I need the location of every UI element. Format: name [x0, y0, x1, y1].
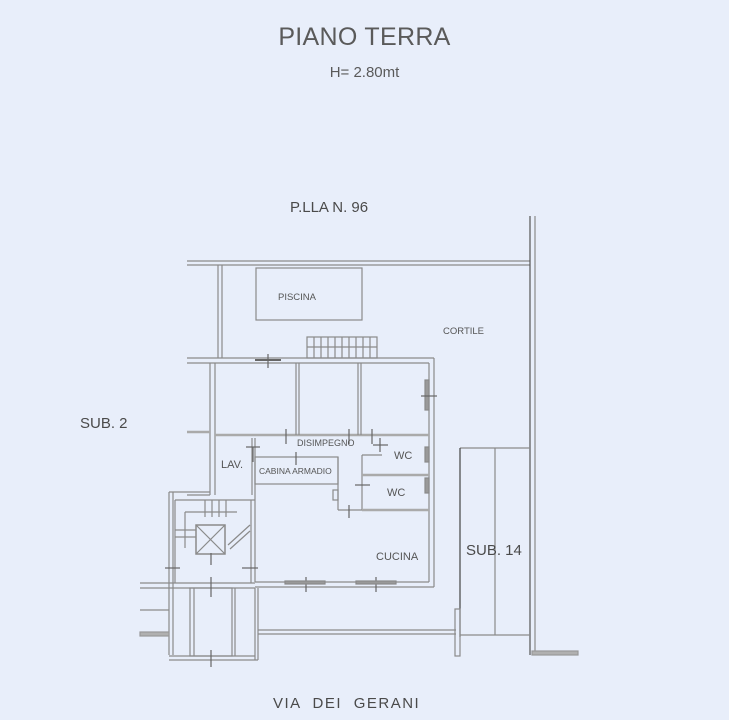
room-label-walk-in-closet: CABINA ARMADIO	[259, 466, 332, 476]
room-label-pool: PISCINA	[278, 292, 317, 303]
sub-14-outline	[454, 447, 530, 657]
room-label-wc-1: WC	[394, 450, 413, 462]
room-label-hallway: DISIMPEGNO	[297, 438, 355, 448]
upper-rooms	[215, 363, 430, 437]
north-neighbor-label: P.LLA N. 96	[290, 199, 369, 216]
room-label-courtyard: CORTILE	[443, 326, 485, 337]
pool-outline	[255, 267, 363, 321]
room-label-kitchen: CUCINA	[376, 551, 419, 563]
south-windows	[284, 580, 397, 585]
page-title: PIANO TERRA	[278, 23, 451, 51]
entry-block	[139, 577, 456, 667]
east-boundary-wall	[529, 216, 579, 656]
ceiling-height-note: H= 2.80mt	[329, 64, 400, 81]
stair-core	[165, 491, 258, 655]
west-courtyard-wall	[217, 265, 223, 358]
courtyard-steps	[306, 336, 378, 359]
west-unit-walls	[187, 363, 216, 496]
street-label: VIA DEI GERANI	[273, 695, 421, 712]
room-label-wc-2: WC	[387, 487, 406, 499]
room-label-laundry: LAV.	[221, 459, 244, 471]
east-neighbor-label: SUB. 14	[466, 542, 522, 559]
north-boundary-wall	[187, 260, 530, 266]
west-neighbor-label: SUB. 2	[80, 415, 128, 432]
